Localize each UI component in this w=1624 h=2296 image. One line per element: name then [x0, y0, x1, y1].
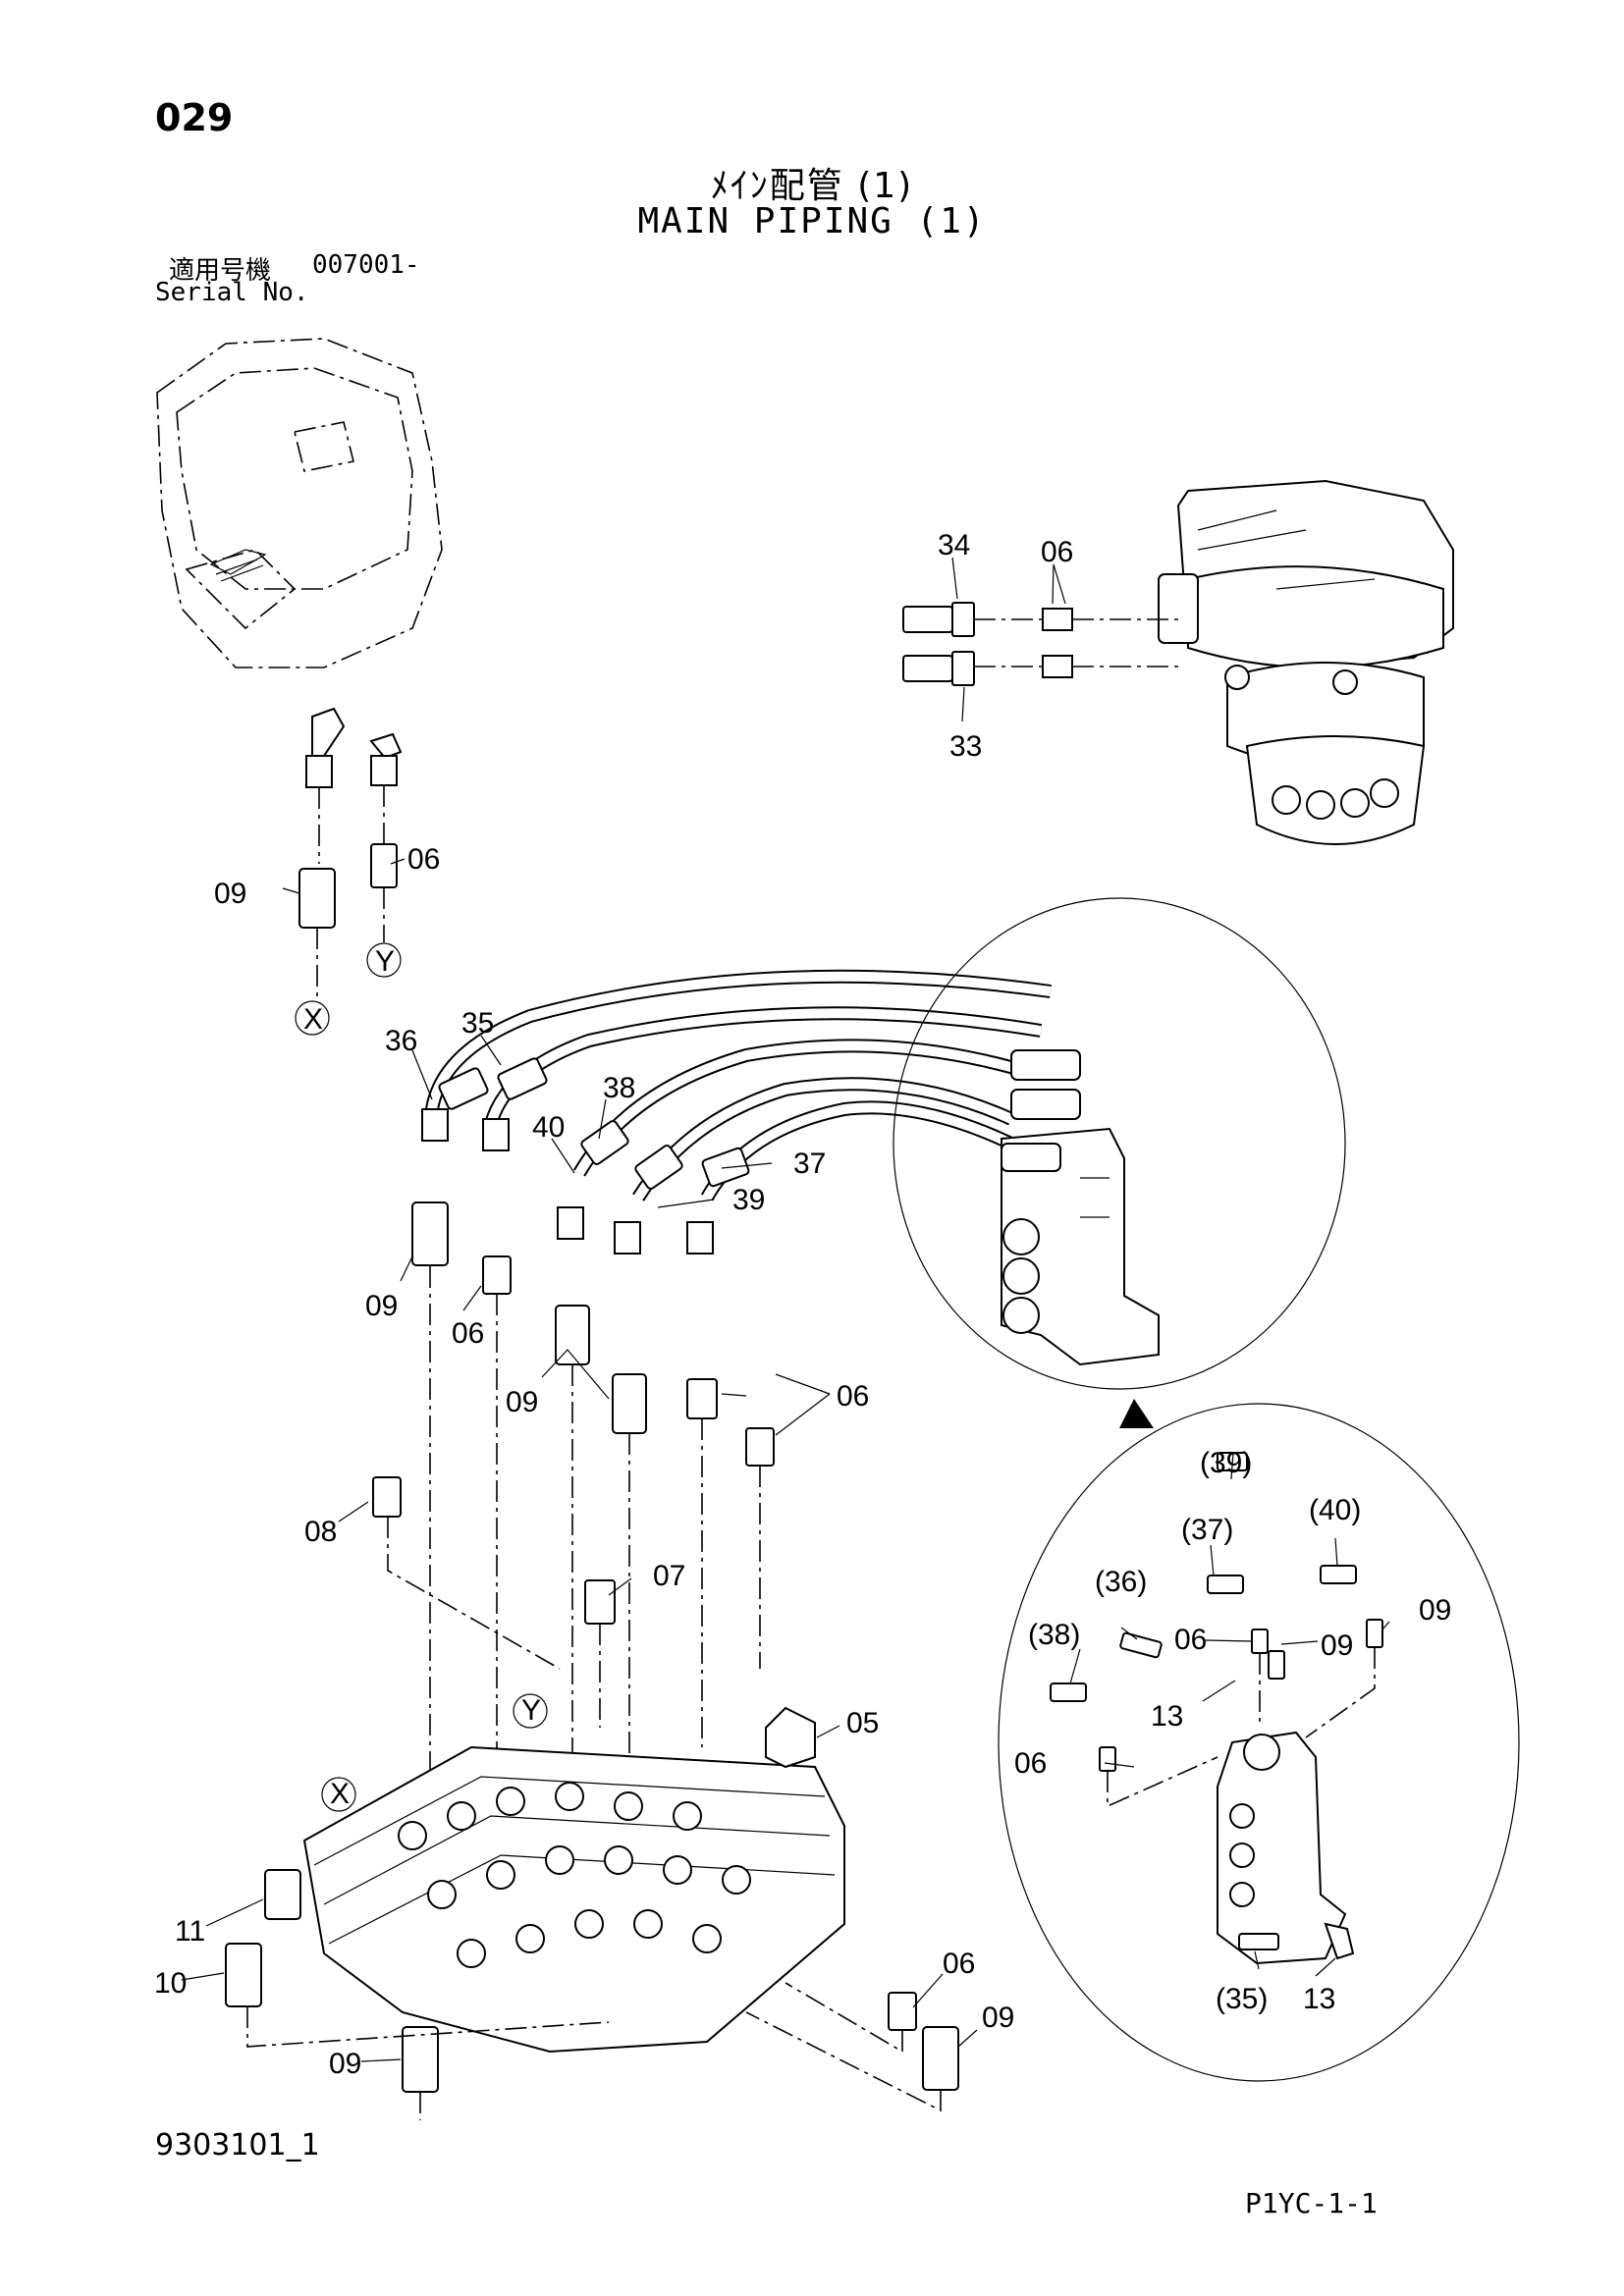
page-code: P1YC-1-1: [1245, 2187, 1378, 2219]
callout-06: 06: [452, 1317, 484, 1350]
swing-motor-illustration: [1158, 479, 1454, 845]
upper-hose-assembly: [295, 602, 1178, 1036]
control-valve-illustration: [225, 1693, 959, 2120]
callout-38: 38: [603, 1072, 635, 1104]
callout-mark-x: X: [303, 1003, 323, 1036]
detail-callout-38: (38): [1028, 1619, 1080, 1651]
center-joint-detail-upper: [893, 897, 1346, 1390]
page-title-english: MAIN PIPING (1): [637, 201, 987, 241]
detail-callout-06: 06: [1014, 1747, 1047, 1780]
detail-callout-06: 06: [1174, 1624, 1207, 1656]
callout-05: 05: [846, 1707, 879, 1739]
drawing-number: 9303101_1: [155, 2128, 320, 2163]
callout-40: 40: [532, 1111, 565, 1144]
callout-07: 07: [653, 1560, 685, 1592]
page-number: 029: [155, 96, 234, 139]
callout-09: 09: [214, 878, 246, 910]
detail-callout-13: 13: [1151, 1700, 1183, 1733]
page-title-japanese: ﾒｲﾝ配管 (1): [710, 166, 914, 206]
detail-callout-09: 09: [1419, 1594, 1451, 1627]
serial-label-english: Serial No.: [155, 278, 309, 307]
serial-label-japanese: 適用号機: [169, 256, 272, 286]
callout-09: 09: [329, 2048, 361, 2080]
callout-11: 11: [175, 1915, 205, 1948]
detail-callout-13: 13: [1303, 1983, 1335, 2015]
detail-callout-09: 09: [1321, 1629, 1353, 1662]
detail-callout-40: (40): [1309, 1494, 1361, 1526]
middle-fittings: [372, 1201, 775, 1801]
detail-callout-labels: (39) (37) (40) (36) (38) 06 09 09 13 06 …: [1014, 1447, 1451, 2015]
callout-mark-y: Y: [521, 1694, 541, 1727]
callout-06: 06: [837, 1380, 869, 1413]
callout-10: 10: [154, 1967, 187, 2000]
callout-09: 09: [506, 1386, 538, 1418]
leader-lines: [181, 557, 1390, 2062]
detail-callout-39: (39): [1200, 1447, 1252, 1479]
callout-09: 09: [365, 1290, 398, 1322]
center-joint-detail-lower: [998, 1399, 1520, 2082]
detail-callout-36: (36): [1095, 1566, 1147, 1598]
callout-37: 37: [793, 1148, 826, 1180]
callout-06: 06: [943, 1948, 975, 1980]
callout-mark-y: Y: [375, 945, 395, 978]
excavator-cab-illustration: [156, 338, 443, 668]
callout-06: 06: [407, 843, 440, 876]
callout-33: 33: [949, 730, 982, 763]
middle-hose-assembly: [421, 969, 1052, 1255]
serial-number-value: 007001-: [312, 250, 420, 280]
callout-06: 06: [1041, 536, 1073, 568]
callout-labels: 34 06 33 09 06 Y X 36 35 38 40 37 39 09 …: [154, 529, 1073, 2080]
callout-34: 34: [938, 529, 970, 561]
detail-callout-35: (35): [1216, 1983, 1268, 2015]
callout-09: 09: [982, 2002, 1014, 2034]
detail-callout-37: (37): [1181, 1514, 1233, 1546]
callout-39: 39: [732, 1184, 765, 1216]
callout-mark-x: X: [330, 1778, 350, 1810]
callout-35: 35: [461, 1007, 494, 1040]
callout-08: 08: [304, 1516, 337, 1548]
callout-36: 36: [385, 1025, 417, 1057]
